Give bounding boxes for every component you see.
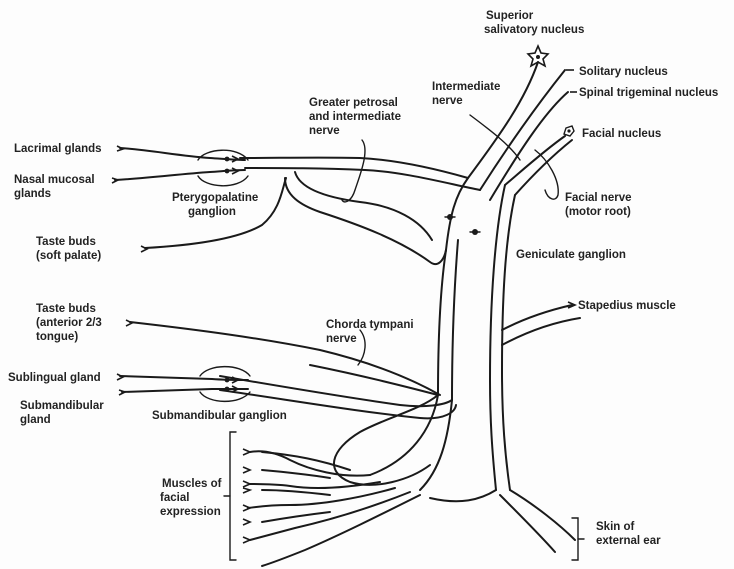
chorda-tympani-branch <box>126 320 456 418</box>
label-geniculate: Geniculate ganglion <box>516 249 626 261</box>
label-solitary-nucleus: Solitary nucleus <box>579 66 668 78</box>
facial-nerve-trunk <box>370 185 515 490</box>
label-skin-ear-1: Skin of <box>596 521 635 533</box>
label-muscles-3: expression <box>160 506 221 518</box>
label-greater-petrosal-2: and intermediate <box>309 111 401 123</box>
greater-petrosal-nerve <box>240 140 480 264</box>
label-submandibular-ganglion: Submandibular ganglion <box>152 410 287 422</box>
label-facial-nerve-1: Facial nerve <box>565 192 631 204</box>
label-taste-soft-2: (soft palate) <box>36 250 101 262</box>
label-pterygopalatine-1: Pterygopalatine <box>172 192 258 204</box>
muscles-bracket <box>224 432 236 560</box>
label-skin-ear-2: external ear <box>596 535 661 547</box>
label-submandibular-gland-1: Submandibular <box>20 400 104 412</box>
label-facial-nucleus: Facial nucleus <box>582 128 661 140</box>
label-superior-salivatory-1: Superior <box>486 10 534 22</box>
label-nasal-1: Nasal mucosal <box>14 174 95 186</box>
facial-nucleus-symbol <box>564 126 574 136</box>
label-chorda-2: nerve <box>326 333 357 345</box>
stapedius-branch <box>502 302 580 345</box>
pterygopalatine-ganglion <box>112 146 248 186</box>
label-muscles-2: facial <box>160 492 189 504</box>
label-facial-nerve-2: (motor root) <box>565 206 631 218</box>
label-pterygopalatine-2: ganglion <box>188 206 236 218</box>
label-chorda-1: Chorda tympani <box>326 319 414 331</box>
muscle-arrowheads <box>243 449 250 543</box>
submandibular-ganglion <box>117 367 250 402</box>
label-submandibular-gland-2: gland <box>20 414 51 426</box>
label-greater-petrosal-1: Greater petrosal <box>309 97 398 109</box>
label-nasal-2: glands <box>14 188 51 200</box>
label-stapedius: Stapedius muscle <box>578 300 676 312</box>
label-intermediate-1: Intermediate <box>432 81 500 93</box>
lower-branches <box>248 395 575 566</box>
label-superior-salivatory-2: salivatory nucleus <box>484 24 584 36</box>
label-taste-anterior-2: (anterior 2/3 <box>36 317 102 329</box>
label-lacrimal: Lacrimal glands <box>14 143 102 155</box>
label-sublingual: Sublingual gland <box>8 372 101 384</box>
label-muscles-1: Muscles of <box>162 478 222 490</box>
label-taste-soft-1: Taste buds <box>36 236 96 248</box>
label-intermediate-2: nerve <box>432 95 463 107</box>
label-taste-anterior-3: tongue) <box>36 331 78 343</box>
label-spinal-trigeminal: Spinal trigeminal nucleus <box>579 87 718 99</box>
label-taste-anterior-1: Taste buds <box>36 303 96 315</box>
intermediate-pointer <box>470 115 520 160</box>
label-greater-petrosal-3: nerve <box>309 125 340 137</box>
